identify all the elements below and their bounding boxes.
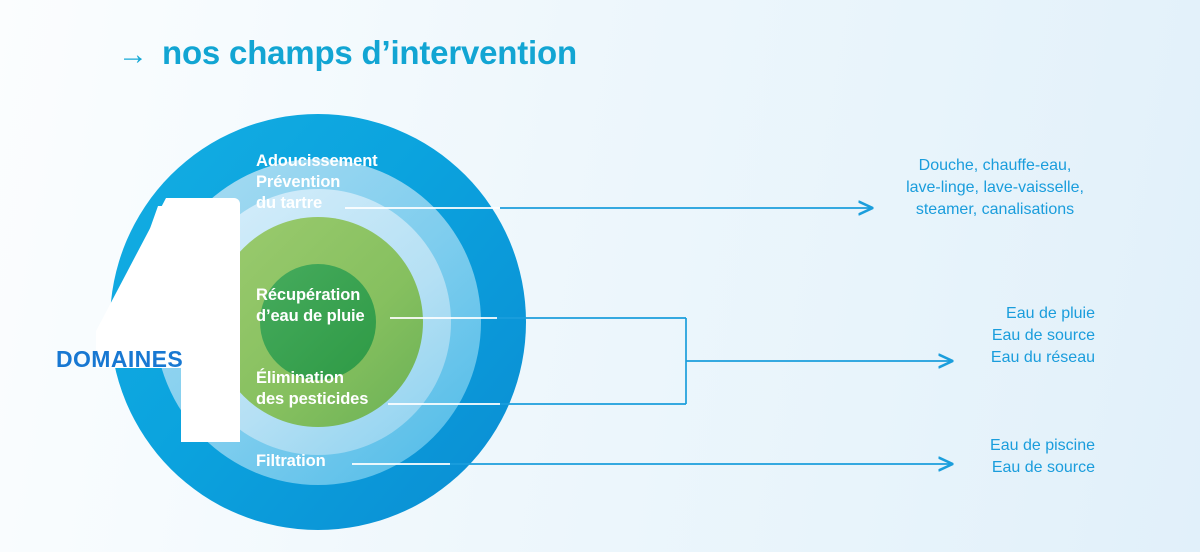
ring-label-line: d’eau de pluie bbox=[256, 307, 365, 326]
ring-label-line: du tartre bbox=[256, 194, 323, 213]
output-line: steamer, canalisations bbox=[915, 201, 1075, 219]
output-filtration: Eau de piscine Eau de source bbox=[880, 435, 1095, 479]
output-adoucissement: Douche, chauffe-eau, lave-linge, lave-va… bbox=[880, 155, 1110, 221]
ring-label-line: Prévention bbox=[256, 173, 341, 192]
ring-label-line: Élimination bbox=[256, 369, 344, 387]
arrow-right-icon: → bbox=[118, 38, 148, 71]
center-number-4 bbox=[96, 198, 240, 442]
page-title-text: nos champs d’intervention bbox=[162, 34, 577, 71]
ring-label-adoucissement: Adoucissement Prévention du tartre bbox=[256, 151, 378, 214]
ring-label-line: Récupération bbox=[256, 286, 361, 304]
output-line: Douche, chauffe-eau, bbox=[918, 157, 1072, 174]
output-line: lave-linge, lave-vaisselle, bbox=[906, 179, 1084, 197]
output-line: Eau du réseau bbox=[990, 349, 1095, 367]
output-eau: Eau de pluie Eau de source Eau du réseau bbox=[880, 303, 1095, 369]
ring-label-recuperation: Récupération d’eau de pluie bbox=[256, 285, 365, 327]
output-line: Eau de piscine bbox=[990, 437, 1095, 454]
center-caption: DOMAINES bbox=[56, 346, 184, 372]
ring-label-filtration: Filtration bbox=[256, 451, 326, 472]
output-line: Eau de source bbox=[991, 459, 1095, 477]
output-line: Eau de source bbox=[991, 327, 1095, 345]
connector-bracket-eau bbox=[685, 318, 952, 404]
ring-label-line: Filtration bbox=[256, 452, 326, 470]
ring-label-line: des pesticides bbox=[256, 390, 369, 409]
ring-label-elimination: Élimination des pesticides bbox=[256, 368, 368, 410]
output-line: Eau de pluie bbox=[1006, 305, 1095, 322]
ring-label-line: Adoucissement bbox=[256, 152, 378, 170]
ring-green-core bbox=[260, 264, 376, 380]
page-title: → nos champs d’intervention bbox=[118, 36, 577, 70]
